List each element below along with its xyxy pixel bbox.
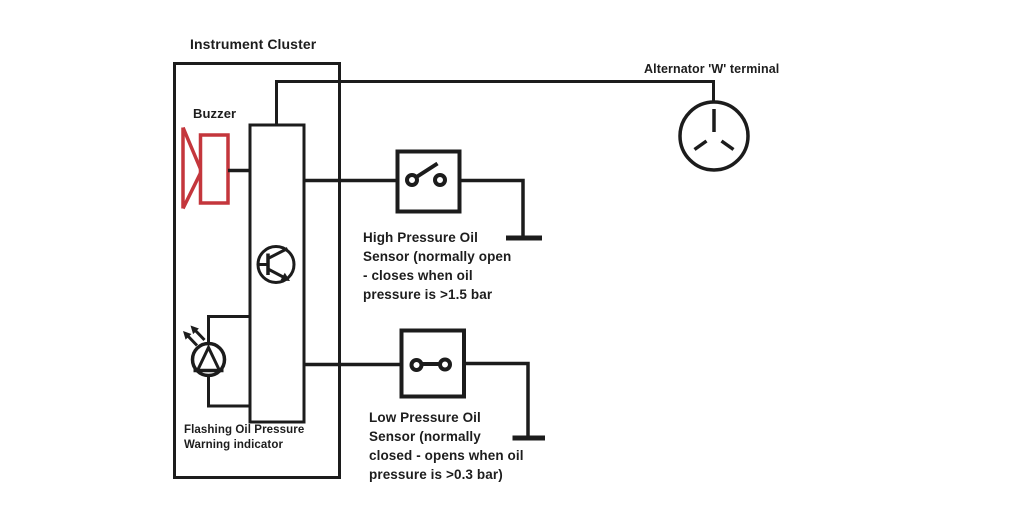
switch-open-icon bbox=[405, 161, 447, 187]
low-pressure-sensor-branch bbox=[304, 328, 545, 441]
flashing-indicator-label: Flashing Oil Pressure Warning indicator bbox=[184, 424, 305, 451]
instrument-cluster-label: Instrument Cluster bbox=[190, 36, 317, 52]
low-sensor-wire-out bbox=[464, 361, 530, 438]
instrument-cluster-box bbox=[173, 62, 341, 479]
buzzer-icon bbox=[181, 126, 230, 210]
alternator-icon bbox=[678, 100, 750, 172]
low-pressure-sensor-label: Low Pressure Oil Sensor (normally closed… bbox=[369, 410, 524, 482]
switch-closed-icon bbox=[409, 357, 452, 372]
high-pressure-sensor-label: High Pressure Oil Sensor (normally open … bbox=[363, 230, 512, 302]
alternator-terminal-label: Alternator 'W' terminal bbox=[644, 62, 780, 76]
alternator-wire bbox=[275, 80, 715, 125]
high-pressure-sensor-branch bbox=[304, 149, 542, 241]
buzzer-label: Buzzer bbox=[193, 106, 237, 121]
led-arrows-icon bbox=[183, 325, 206, 347]
high-sensor-wire-out bbox=[459, 178, 525, 238]
warning-lamp-icon bbox=[183, 315, 250, 408]
transistor-icon bbox=[256, 245, 296, 284]
